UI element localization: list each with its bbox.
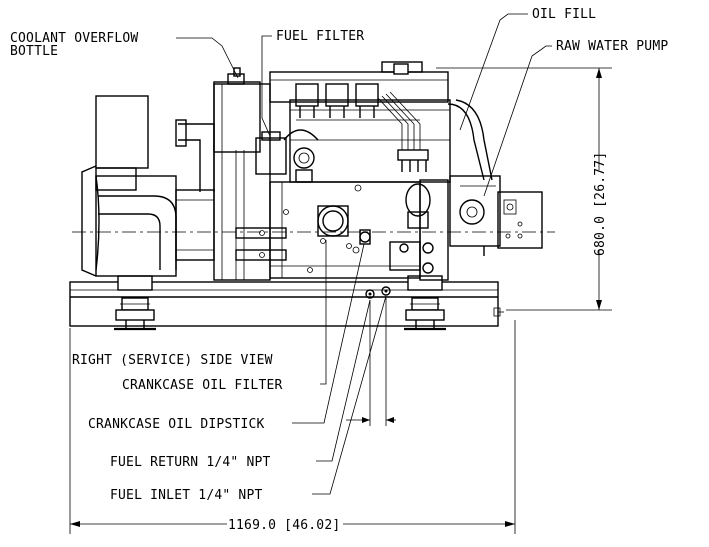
label-crankcase-oil-filter: CRANKCASE OIL FILTER: [122, 378, 283, 393]
block-bolts: [283, 184, 362, 273]
fuel-fittings: [365, 286, 391, 299]
label-crankcase-oil-dipstick: CRANKCASE OIL DIPSTICK: [88, 417, 265, 432]
coolant-overflow-bottle: [213, 67, 261, 153]
injectors: [295, 83, 429, 172]
crankcase-oil-filter: [317, 205, 349, 237]
width-dimension: 1169.0 [46.02]: [69, 320, 516, 534]
label-coolant-overflow: COOLANT OVERFLOW: [10, 31, 138, 46]
mount-left: [114, 275, 156, 331]
label-fuel-inlet: FUEL INLET 1/4" NPT: [110, 488, 263, 503]
label-raw-water-pump: RAW WATER PUMP: [556, 39, 668, 54]
callout-leaders: [176, 13, 552, 495]
label-fuel-return: FUEL RETURN 1/4" NPT: [110, 455, 271, 470]
label-coolant-bottle: BOTTLE: [10, 44, 58, 59]
fuel-filter-unit: [255, 129, 319, 183]
width-dimension-label: 1169.0 [46.02]: [228, 518, 340, 533]
crankcase-oil-dipstick: [352, 229, 371, 254]
view-title: RIGHT (SERVICE) SIDE VIEW: [72, 353, 273, 368]
callout-labels: COOLANT OVERFLOW BOTTLE FUEL FILTER OIL …: [10, 7, 668, 503]
label-oil-fill: OIL FILL: [532, 7, 596, 22]
label-fuel-filter: FUEL FILTER: [276, 29, 364, 44]
height-dimension-label: 680.0 [26.77]: [593, 152, 608, 256]
engine-block: [213, 61, 451, 281]
generator-assembly: [81, 95, 215, 277]
mount-right: [404, 275, 446, 331]
front-end-assembly: [389, 99, 543, 281]
height-dimension: 680.0 [26.77]: [436, 67, 612, 311]
fitting-spacing-dimension: [346, 298, 396, 426]
